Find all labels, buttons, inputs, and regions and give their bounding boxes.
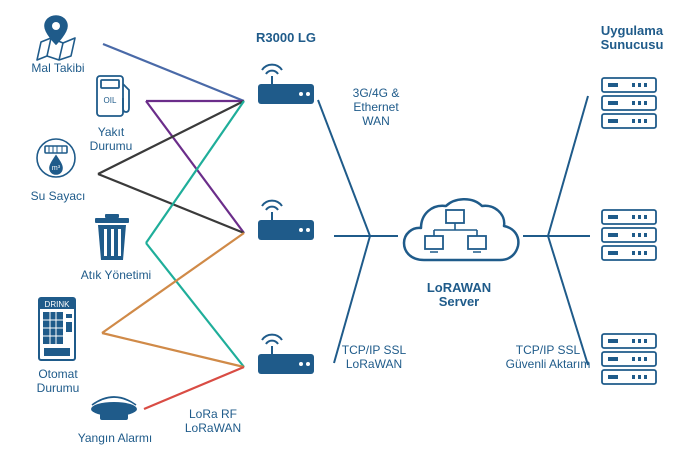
trash-bin-icon (95, 214, 129, 260)
link-su-sayaci-1 (97, 100, 245, 175)
backhaul-bottom (333, 235, 371, 364)
link-atik-2 (145, 242, 245, 368)
link-otomat-1 (101, 232, 245, 334)
device-label-atik: Atık Yönetimi (80, 268, 152, 282)
link-su-sayaci-2 (97, 172, 245, 235)
map-pin-icon (36, 15, 76, 61)
fuel-pump-text: OIL (104, 96, 117, 105)
backhaul-bottom-label: TCP/IP SSL LoRaWAN (341, 343, 407, 371)
applink-top (547, 95, 589, 237)
link-yakit-purple-2 (145, 100, 245, 234)
backhaul-top (317, 99, 371, 237)
fuel-pump-icon: OIL (96, 75, 130, 117)
gateway-router-icon-3 (258, 333, 314, 374)
device-label-su-sayaci: Su Sayacı (30, 189, 86, 203)
device-label-yakit: Yakıt Durumu (89, 125, 133, 153)
link-atik-1 (145, 100, 245, 244)
cloud-network-icon (402, 198, 520, 262)
device-label-mal-takibi: Mal Takibi (31, 61, 85, 75)
gateway-link-label: LoRa RF LoRaWAN (184, 407, 242, 435)
link-mal-takibi (102, 42, 245, 103)
link-otomat-2 (101, 331, 245, 369)
app-server-rack-icon-2 (601, 209, 657, 261)
app-link-label: TCP/IP SSL Güvenli Aktarım (505, 343, 591, 371)
app-server-title: Uygulama Sunucusu (600, 23, 664, 52)
vending-machine-text: DRINK (45, 300, 71, 309)
device-label-otomat: Otomat Durumu (36, 367, 80, 395)
gateway-router-icon-2 (258, 199, 314, 240)
applink-bottom (547, 235, 589, 366)
vending-machine-icon: DRINK (38, 297, 76, 361)
device-label-yangin: Yangın Alarmı (77, 431, 153, 445)
app-server-rack-icon-3 (601, 333, 657, 385)
water-meter-text: m³ (52, 165, 61, 172)
diagram-title: R3000 LG (256, 30, 316, 45)
link-yangin (143, 365, 245, 411)
app-server-rack-icon-1 (601, 77, 657, 129)
backhaul-top-label: 3G/4G & Ethernet WAN (352, 86, 400, 128)
gateway-router-icon-1 (258, 63, 314, 104)
smoke-detector-icon (91, 396, 137, 420)
server-label: LoRAWAN Server (426, 280, 492, 309)
water-meter-icon: m³ (36, 138, 76, 178)
